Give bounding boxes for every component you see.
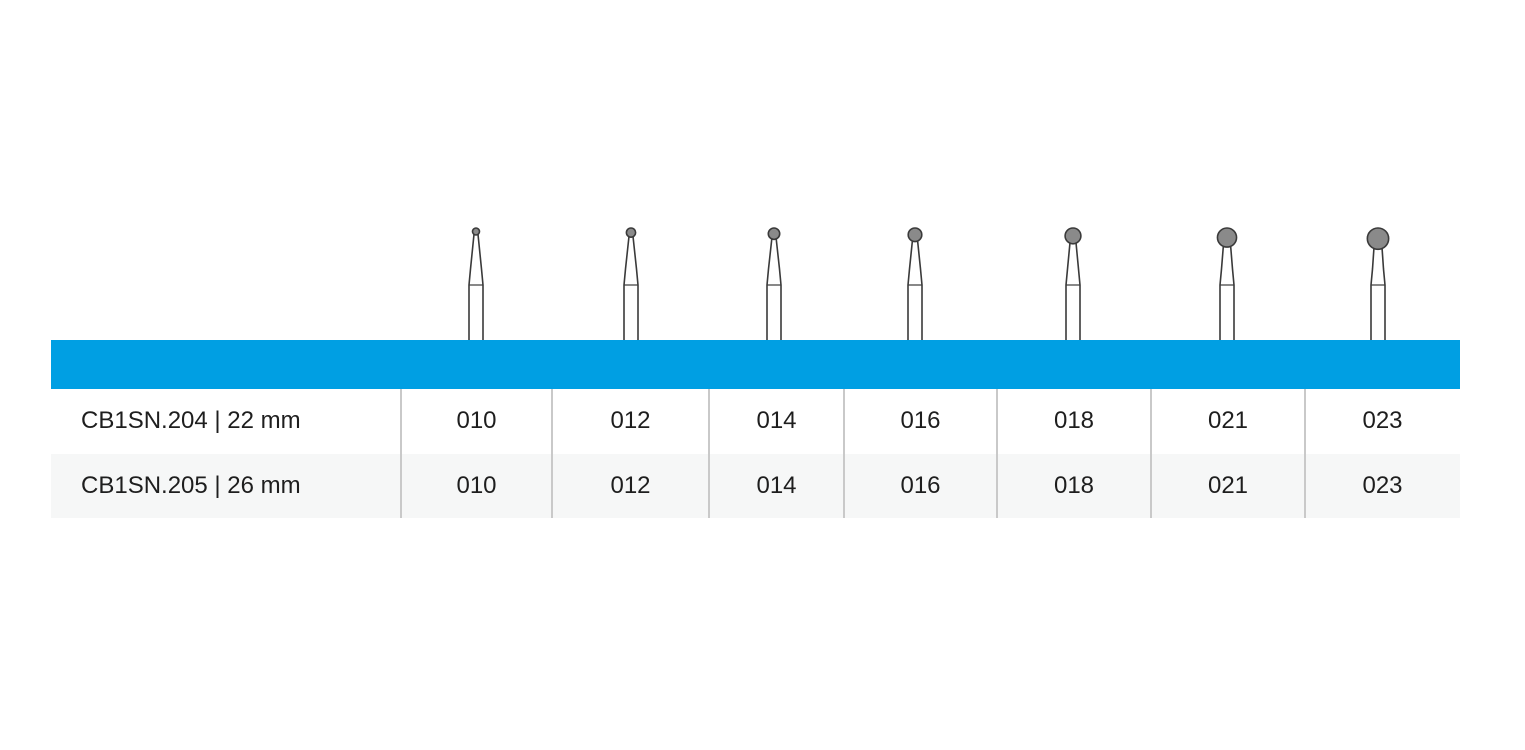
size-cell: 023	[1362, 471, 1403, 499]
size-cell: 023	[1362, 407, 1403, 434]
size-cell: 014	[756, 471, 797, 499]
size-cell: 010	[456, 407, 497, 434]
header-band	[51, 340, 1460, 389]
size-cell: 016	[900, 407, 941, 434]
size-cell: 010	[456, 471, 497, 499]
column-divider	[551, 389, 553, 518]
size-cell: 012	[610, 471, 651, 499]
bur-018	[1064, 227, 1082, 342]
bur-010	[468, 227, 484, 342]
size-cell: 012	[610, 407, 651, 434]
column-divider	[843, 389, 845, 518]
size-cell: 016	[900, 471, 941, 499]
row-label: CB1SN.204 | 22 mm	[81, 407, 301, 434]
column-divider	[1150, 389, 1152, 518]
size-cell: 021	[1207, 407, 1249, 434]
bur-023	[1366, 227, 1390, 342]
table-row: CB1SN.205 | 26 mm 010 012 014 016 018 02…	[51, 453, 1460, 518]
bur-012	[623, 227, 639, 342]
size-cell: 018	[1053, 471, 1095, 499]
bur-016	[907, 227, 923, 342]
size-cell: 021	[1207, 471, 1249, 499]
table-row: CB1SN.204 | 22 mm 010 012 014 016 018 02…	[51, 389, 1460, 454]
column-divider	[400, 389, 402, 518]
bur-014	[766, 227, 782, 342]
column-divider	[996, 389, 998, 518]
row-label: CB1SN.205 | 26 mm	[81, 471, 301, 499]
size-cell: 014	[756, 407, 797, 434]
bur-021	[1216, 227, 1238, 342]
column-divider	[708, 389, 710, 518]
column-divider	[1304, 389, 1306, 518]
size-cell: 018	[1053, 407, 1095, 434]
bur-illustrations	[468, 227, 1390, 342]
size-table: CB1SN.204 | 22 mm 010 012 014 016 018 02…	[51, 389, 1460, 518]
